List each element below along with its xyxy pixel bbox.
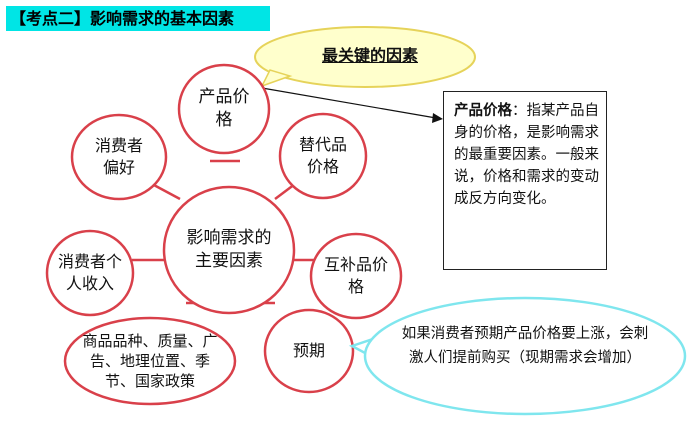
oval-income	[45, 229, 135, 317]
callout-tail	[260, 69, 293, 88]
bubble-tail-joint	[374, 339, 386, 361]
definition-term: 产品价格	[454, 103, 512, 119]
oval-price	[177, 63, 271, 155]
connector-preference	[151, 182, 181, 201]
oval-substitute	[278, 112, 368, 200]
callout-cloud	[254, 26, 476, 88]
factor-goods: 商品品种、质量、广告、地理位置、季节、国家政策	[82, 331, 218, 391]
factor-income: 消费者个人收入	[58, 252, 123, 293]
oval-complement	[309, 232, 403, 320]
page-title: 【考点二】影响需求的基本因素	[6, 6, 270, 31]
definition-arrow-line	[261, 87, 437, 119]
factor-complement: 互补品价格	[323, 255, 388, 296]
callout-text: 最关键的因素	[321, 46, 418, 65]
definition-arrowhead	[432, 113, 443, 123]
factor-substitute: 替代品价格	[298, 135, 347, 176]
factor-expectation: 预期	[292, 341, 325, 361]
oval-center	[162, 185, 296, 315]
oval-goods	[63, 316, 237, 406]
expectation-bubble	[363, 296, 687, 416]
factor-price: 产品价格	[198, 87, 250, 130]
expectation-note: 如果消费者预期产品价格要上涨，会刺激人们提前购买（现期需求会增加）	[401, 326, 649, 366]
definition-text: ：指某产品自身的价格，是影响需求的最重要因素。一般来说，价格和需求的变动成反方向…	[454, 103, 599, 207]
oval-expectation	[263, 308, 355, 394]
definition-box: 产品价格：指某产品自身的价格，是影响需求的最重要因素。一般来说，价格和需求的变动…	[443, 91, 607, 270]
center-label: 影响需求的主要因素	[186, 228, 272, 271]
oval-preference	[70, 113, 168, 201]
factor-preference: 消费者偏好	[94, 136, 143, 177]
